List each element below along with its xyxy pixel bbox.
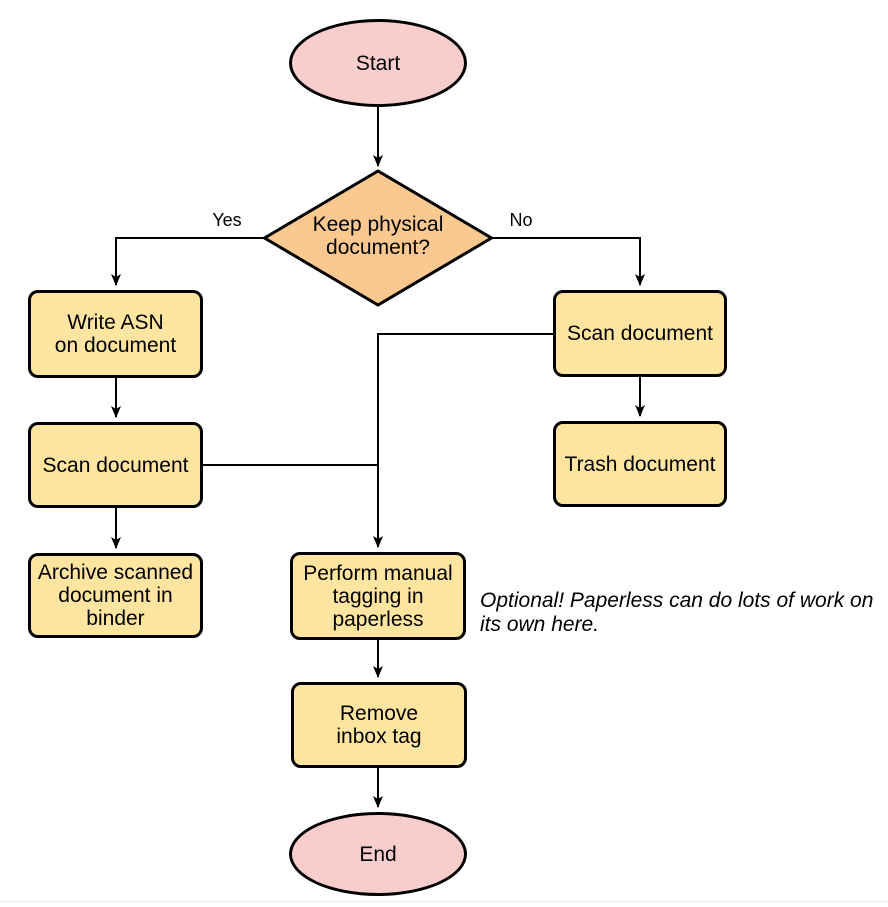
annotation-optional-paperless: Optional! Paperless can do lots of work … [480, 589, 874, 636]
edge-label-no: No [493, 210, 549, 230]
edge-decision-no-to-scan-right [492, 237, 645, 286]
node-remove-inbox-tag: Remove inbox tag [291, 682, 467, 768]
node-decision-label: Keep physical document? [312, 213, 444, 259]
edge-decision-yes-to-write-asn [111, 237, 264, 286]
node-write-asn-on-document: Write ASN on document [28, 290, 203, 378]
node-scan-document-right: Scan document [553, 290, 727, 377]
canvas-bottom-edge [0, 901, 888, 902]
node-scan-document-left: Scan document [28, 422, 203, 508]
node-start: Start [289, 19, 467, 107]
node-trash-document: Trash document [553, 421, 727, 507]
node-archive-scanned-document: Archive scanned document in binder [28, 553, 203, 638]
node-end: End [289, 812, 467, 896]
decision-diamond-shape [261, 169, 495, 307]
edge-scan-right-to-perform-tagging [373, 333, 553, 548]
edge-label-yes: Yes [199, 210, 255, 230]
node-perform-manual-tagging: Perform manual tagging in paperless [290, 552, 466, 640]
